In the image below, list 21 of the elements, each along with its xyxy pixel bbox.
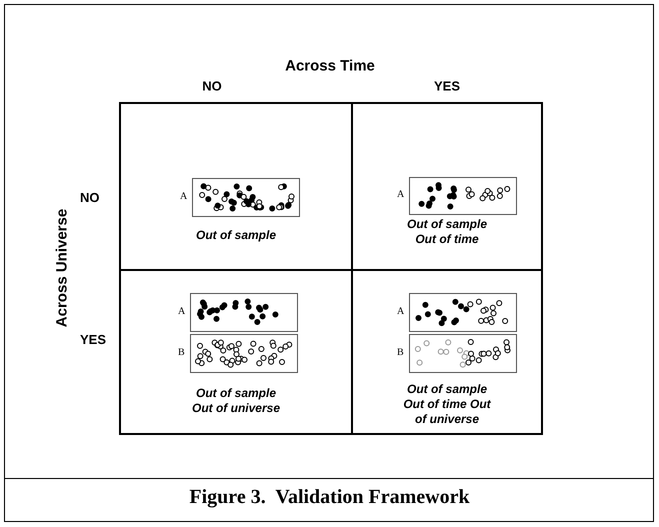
- cell-caption: Out of sample: [196, 228, 276, 243]
- sample-letter: A: [397, 306, 404, 316]
- sample-letter: A: [397, 189, 404, 200]
- cell-caption: Out of sample Out of universe: [190, 386, 281, 416]
- axis-value-label: NO: [202, 78, 222, 94]
- axis-value-label: NO: [80, 190, 100, 205]
- sample-letter: B: [178, 346, 185, 358]
- axis-value-label: YES: [80, 332, 106, 347]
- cell-caption: Out of sample Out of time Out of universe: [402, 382, 492, 427]
- figure-caption: Figure 3. Validation Framework: [188, 486, 471, 509]
- sample-letter: B: [397, 346, 404, 358]
- matrix-cell: [119, 269, 353, 435]
- axis-title: Across Time: [285, 58, 375, 74]
- axis-title: Across Universe: [54, 208, 70, 328]
- matrix-cell: [351, 102, 543, 271]
- sample-letter: A: [178, 306, 186, 316]
- axis-value-label: YES: [434, 78, 460, 94]
- matrix-cell: [119, 102, 353, 271]
- matrix-cell: [351, 269, 543, 435]
- sample-letter: A: [180, 190, 188, 202]
- cell-caption: Out of sample Out of time: [406, 217, 488, 247]
